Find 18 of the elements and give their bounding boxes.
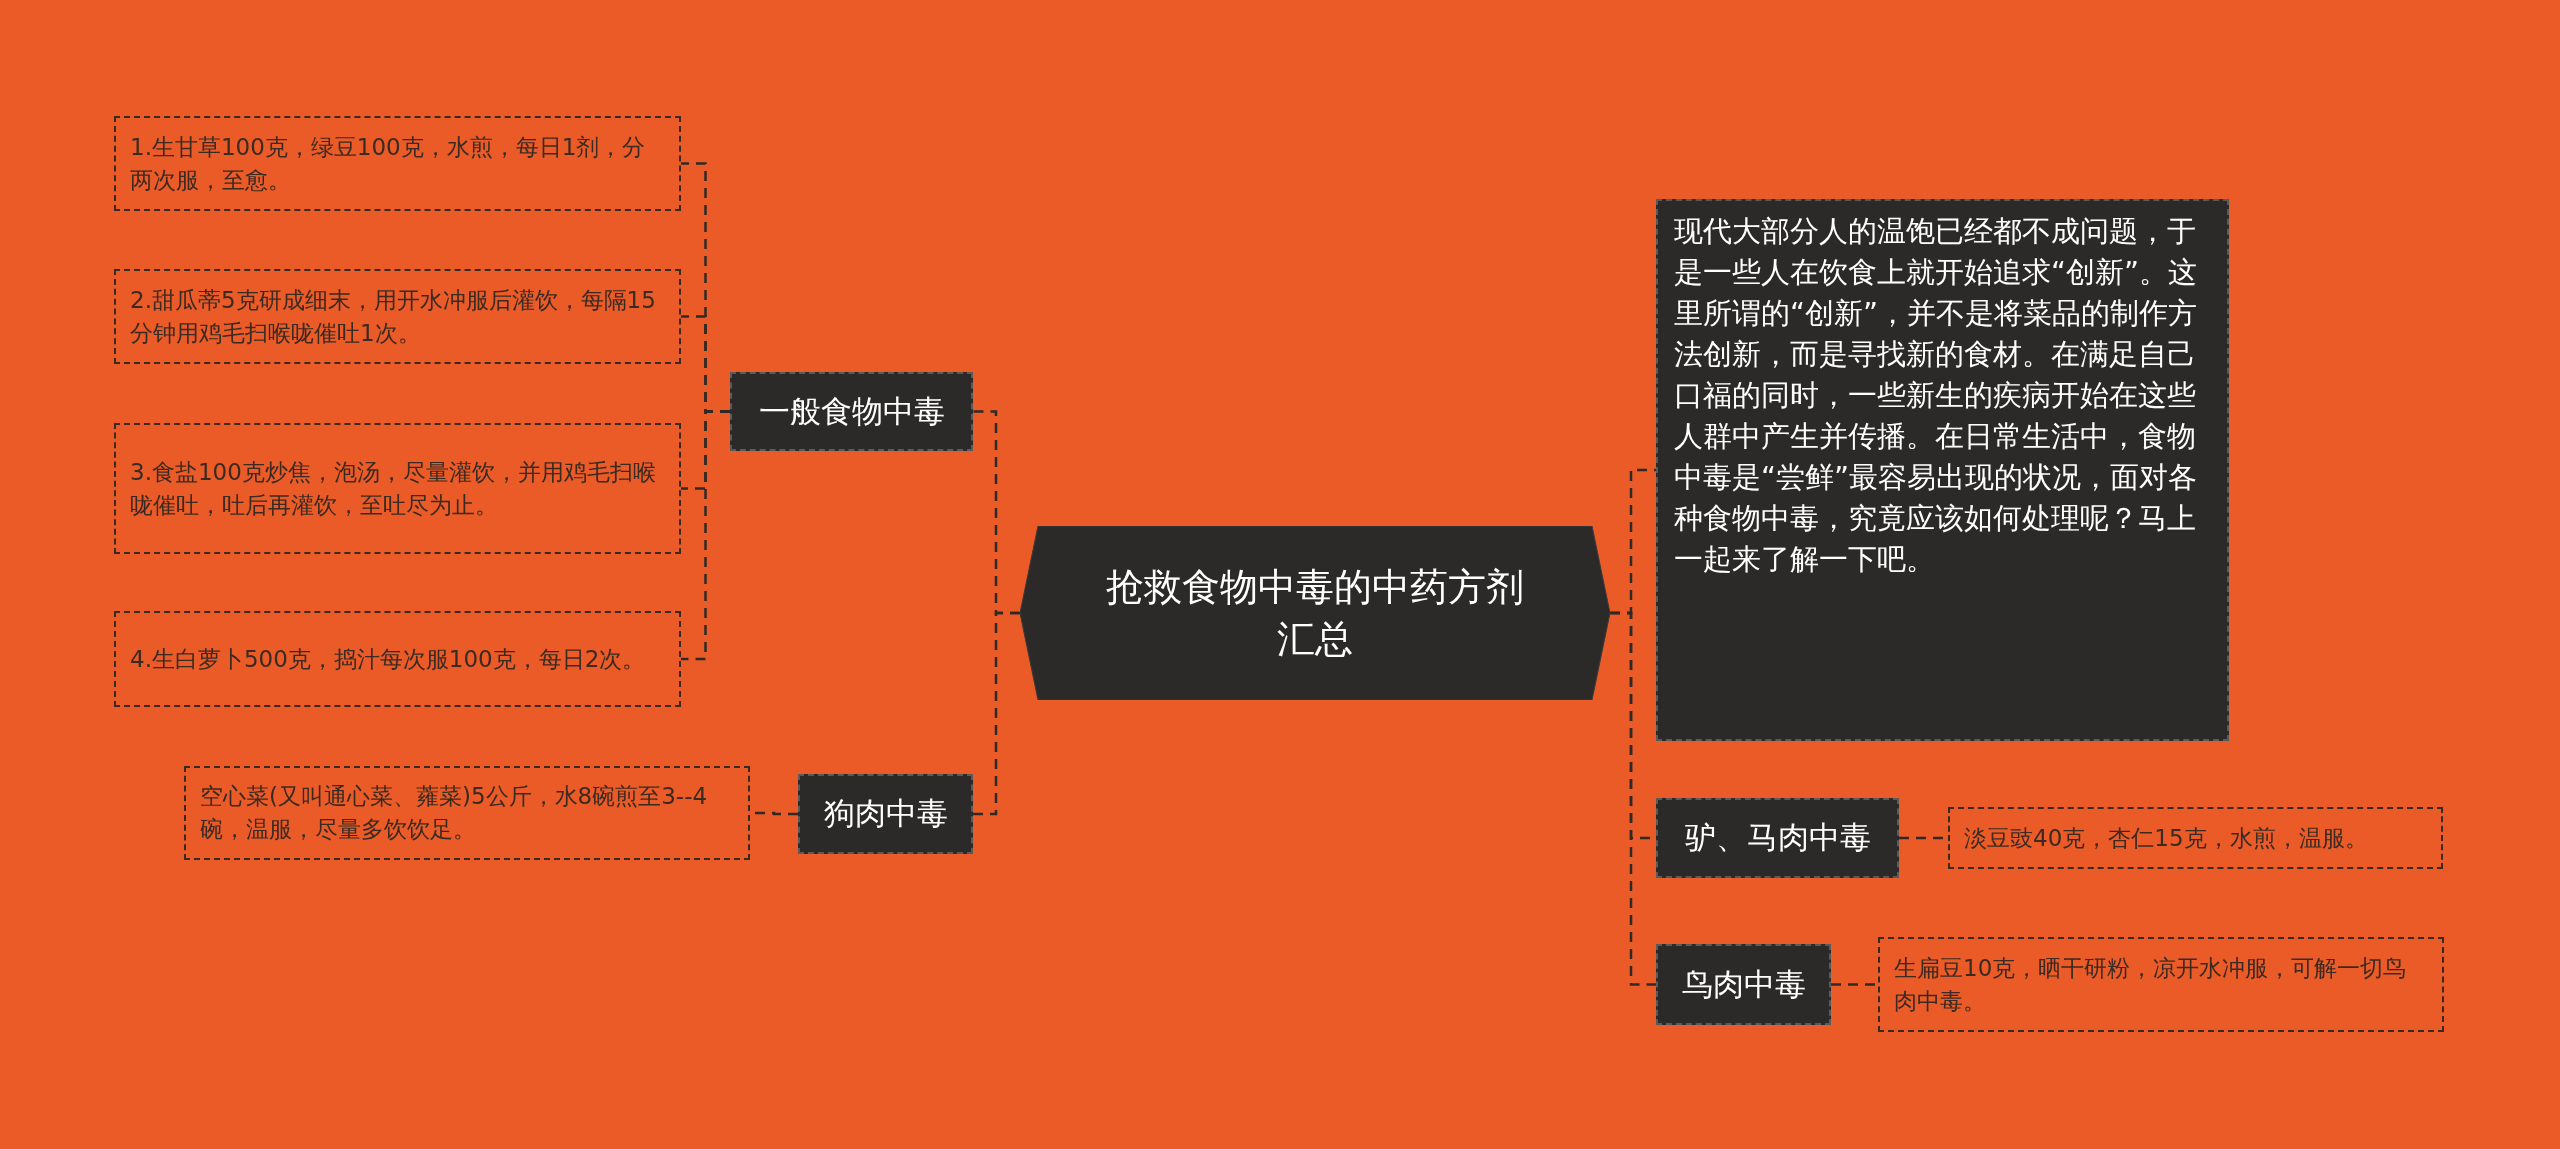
note-box: 淡豆豉40克，杏仁15克，水煎，温服。 [1948,807,2443,869]
note-box: 1.生甘草100克，绿豆100克，水煎，每日1剂，分两次服，至愈。 [114,116,681,211]
note-box: 生扁豆10克，晒干研粉，凉开水冲服，可解一切鸟肉中毒。 [1878,937,2444,1032]
topic-box: 一般食物中毒 [730,372,973,451]
description-box: 现代大部分人的温饱已经都不成问题，于是一些人在饮食上就开始追求“创新”。这里所谓的“创新”，并不是将菜品的制作方法创新，而是寻找新的食材。在满足自己口福的同时，一些新生的疾病开始在这些人群中产生并传播。在日常生活中，食物中毒是“尝鲜”最容易出现的状况，面对各种食物中毒，究竟应该如何处理呢？马上一起来了解一下吧。 [1656,199,2229,741]
note-box: 空心菜(又叫通心菜、蕹菜)5公斤，水8碗煎至3--4碗，温服，尽量多饮饮足。 [184,766,750,860]
topic-box: 狗肉中毒 [798,774,973,854]
note-box: 4.生白萝卜500克，捣汁每次服100克，每日2次。 [114,611,681,707]
topic-box: 驴、马肉中毒 [1656,798,1899,878]
hexagon-topic [1020,526,1610,700]
connector-line [1610,611,1656,986]
topic-box: 鸟肉中毒 [1656,944,1831,1025]
connector-line [973,611,1020,816]
connector-line [681,410,730,661]
note-box: 3.食盐100克炒焦，泡汤，尽量灌饮，并用鸡毛扫喉咙催吐，吐后再灌饮，至吐尽为止。 [114,423,681,554]
connector-line [1831,983,1878,986]
topic-title: 抢救食物中毒的中药方剂汇总 [1105,564,1525,663]
note-box: 2.甜瓜蒂5克研成细末，用开水冲服后灌饮，每隔15分钟用鸡毛扫喉咙催吐1次。 [114,269,681,364]
